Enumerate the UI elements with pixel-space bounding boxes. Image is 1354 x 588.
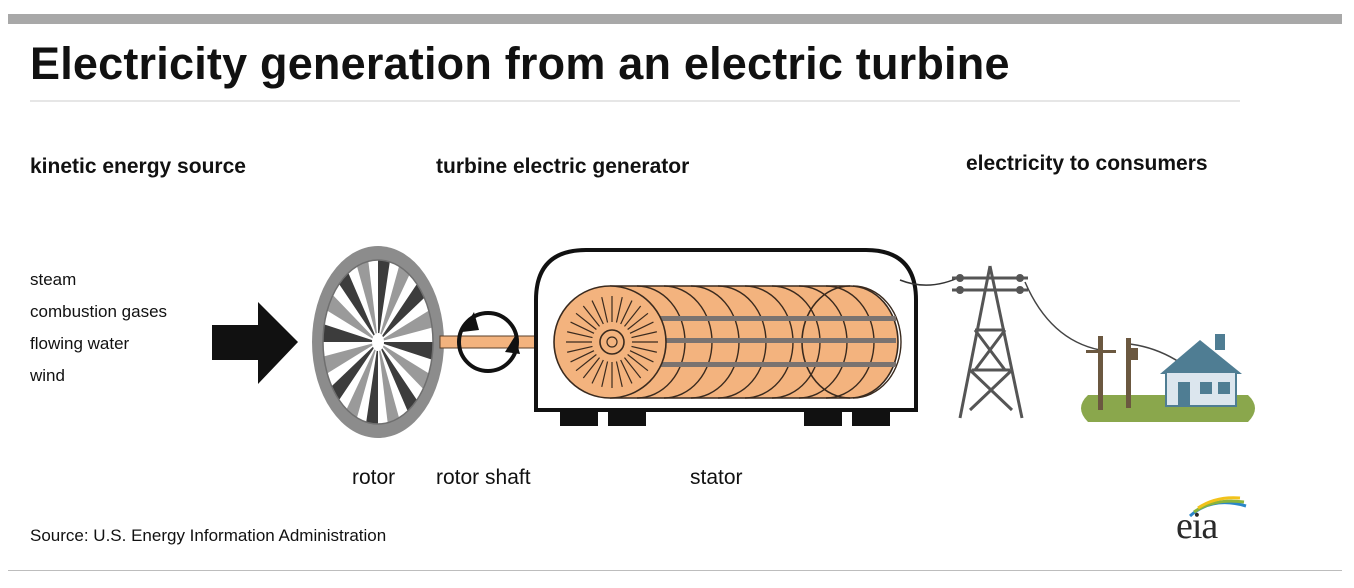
rotor-blade — [327, 342, 378, 406]
stator-end-ray — [591, 359, 604, 384]
house-icon — [1160, 334, 1242, 407]
stator-end-ray — [627, 312, 649, 330]
housing-foot — [804, 410, 842, 426]
stator-end-ray — [631, 345, 657, 353]
utility-pole-icon — [1086, 336, 1138, 410]
rotor-blade — [335, 266, 378, 342]
rotor — [312, 246, 444, 438]
stator-end-ray — [615, 361, 623, 387]
eia-logo[interactable]: eia — [1176, 494, 1252, 547]
stator-end-ray — [570, 321, 595, 334]
energy-source-item: flowing water — [30, 334, 130, 353]
stator-end-ray — [582, 305, 600, 327]
energy-source-item: wind — [30, 366, 65, 385]
stator-end-ray — [582, 357, 600, 379]
rotor-blades — [323, 260, 433, 424]
source-note: Source: U.S. Energy Information Administ… — [30, 526, 387, 545]
stator-end-ray — [575, 354, 597, 372]
rotor-blade — [354, 260, 378, 342]
rotor-blade — [323, 322, 378, 342]
rotation-arrow-icon — [457, 311, 520, 373]
housing-foot — [852, 410, 890, 426]
rotor-blade — [323, 290, 378, 342]
stator-end-ray — [601, 297, 609, 323]
rotor-blade — [378, 307, 433, 342]
section-turbine-electric-generator: turbine electric generator — [436, 155, 690, 178]
top-bar — [8, 14, 1342, 24]
power-line — [1024, 281, 1101, 351]
energy-source-list: steam combustion gases flowing water win… — [30, 268, 167, 396]
stator — [553, 285, 902, 399]
stator-end-ray — [624, 357, 642, 379]
stator-end-ray — [591, 300, 604, 325]
rotor-blade — [378, 342, 421, 418]
rotor-blade — [378, 342, 433, 362]
stator-end-ray — [629, 350, 654, 363]
eia-logo-text: eia — [1176, 505, 1218, 547]
stator-end-ray — [615, 297, 623, 323]
stator-end-ray — [627, 354, 649, 372]
label-stator: stator — [690, 466, 743, 489]
label-rotor: rotor — [352, 466, 396, 489]
rotor-blade — [343, 342, 378, 424]
bottom-divider — [8, 570, 1342, 571]
energy-source-item: steam — [30, 270, 77, 289]
eia-logo-swoosh-icon — [1188, 496, 1247, 518]
stator-end-ray — [620, 359, 633, 384]
stator-end-ray — [629, 321, 654, 334]
rotor-blade — [365, 342, 378, 424]
transmission-tower-icon — [952, 265, 1028, 419]
stator-end-ray — [567, 345, 593, 353]
stator-end-ray — [620, 300, 633, 325]
kinetic-energy-arrow — [212, 302, 298, 384]
section-kinetic-energy-source: kinetic energy source — [30, 155, 246, 178]
title-divider — [30, 100, 1240, 102]
page-title: Electricity generation from an electric … — [30, 38, 1010, 89]
rotor-blade — [378, 278, 429, 342]
stator-end-rays — [566, 296, 658, 388]
stator-end-ray — [575, 312, 597, 330]
rotor-blade — [378, 342, 402, 424]
housing-foot — [560, 410, 598, 426]
stator-end-ray — [601, 361, 609, 387]
rotor-hub — [372, 333, 384, 351]
stator-end-ray — [624, 305, 642, 327]
housing-foot — [608, 410, 646, 426]
stator-end-ray — [567, 331, 593, 339]
stator-end-ray — [631, 331, 657, 339]
section-electricity-to-consumers: electricity to consumers — [966, 152, 1208, 175]
rotor-blade — [378, 342, 433, 394]
rotor-blade — [378, 260, 413, 342]
stator-coil-winding — [852, 285, 902, 399]
rotor-blade — [378, 260, 391, 342]
stator-end-ray — [570, 350, 595, 363]
rotor-blade — [323, 342, 378, 377]
label-rotor-shaft: rotor shaft — [436, 466, 531, 489]
energy-source-item: combustion gases — [30, 302, 168, 321]
